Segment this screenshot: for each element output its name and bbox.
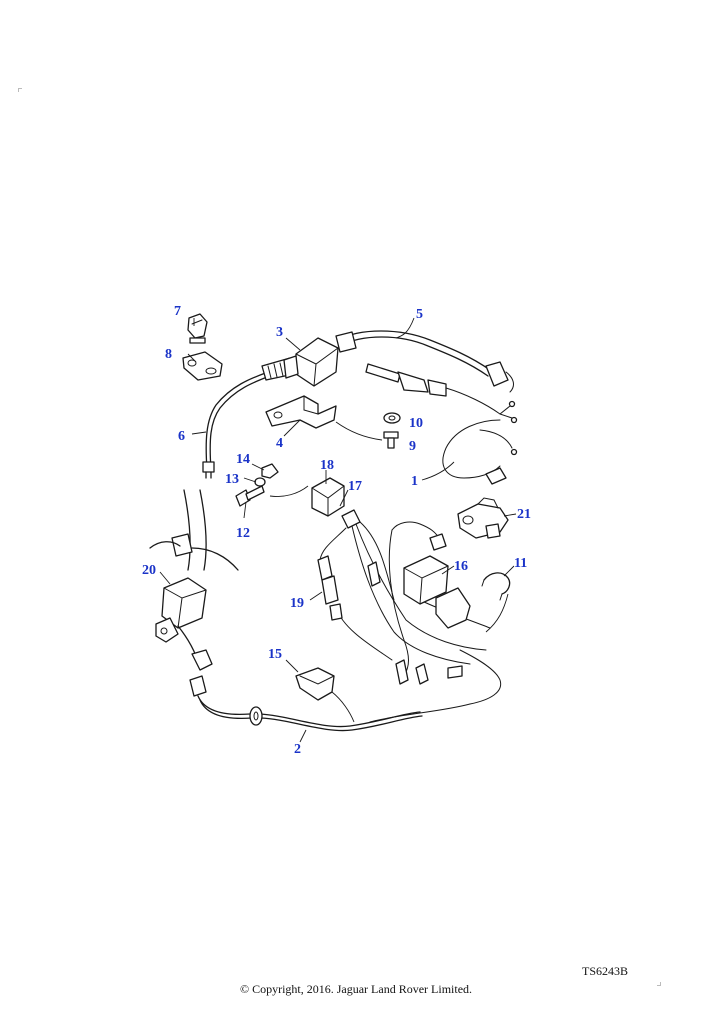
callout-4: 4 (276, 436, 283, 451)
main-harness-wires (319, 521, 502, 723)
callout-3: 3 (276, 325, 283, 340)
callout-labels: 1 2 3 4 5 6 7 8 9 10 11 12 13 14 15 16 1… (142, 304, 531, 757)
part-21-switch[interactable] (457, 497, 509, 539)
part-12-screw[interactable] (235, 485, 265, 507)
callout-10: 10 (409, 416, 423, 431)
crop-mark-top-left (18, 88, 22, 92)
callout-16: 16 (454, 559, 468, 574)
leader-clip (485, 593, 509, 633)
callout-1: 1 (411, 474, 418, 489)
part-10-washer[interactable] (383, 412, 401, 424)
callout-21: 21 (517, 507, 531, 522)
part-8-bracket[interactable] (182, 351, 223, 381)
part-13-washer[interactable] (254, 477, 266, 487)
callout-5: 5 (416, 307, 423, 322)
part-3-control-module[interactable] (283, 337, 339, 387)
part-2-cable[interactable] (189, 675, 423, 732)
callout-13: 13 (225, 472, 239, 487)
leader-screw-to-bracket (269, 485, 309, 497)
part-16-relay[interactable] (403, 555, 471, 629)
part-20-seatbelt-buckle[interactable] (149, 489, 239, 671)
part-18-sensor-bracket[interactable] (311, 477, 345, 517)
leader-bolt-to-bracket (335, 421, 383, 441)
callout-7: 7 (174, 304, 181, 319)
callout-20: 20 (142, 563, 156, 578)
callout-8: 8 (165, 347, 172, 362)
part-17-connector[interactable] (341, 509, 361, 529)
callout-6: 6 (178, 429, 185, 444)
part-14-nut[interactable] (261, 463, 279, 479)
part-19-fuse-holders[interactable] (317, 555, 463, 685)
part-7-clip[interactable] (187, 313, 208, 344)
callout-2: 2 (294, 742, 301, 757)
callout-19: 19 (290, 596, 304, 611)
part-5-harness[interactable] (335, 330, 518, 424)
illustration-reference-code: TS6243B (582, 964, 629, 978)
callout-12: 12 (236, 526, 250, 541)
part-11-clip[interactable] (481, 572, 511, 601)
part-4-mounting-bracket[interactable] (265, 395, 337, 429)
part-1-wire[interactable] (442, 419, 518, 485)
callout-leaders (159, 317, 517, 743)
part-15-clip-bracket[interactable] (295, 667, 335, 701)
callout-11: 11 (514, 556, 527, 571)
copyright-notice: © Copyright, 2016. Jaguar Land Rover Lim… (239, 982, 473, 996)
callout-17: 17 (348, 479, 362, 494)
connector-upper[interactable] (429, 533, 447, 551)
callout-18: 18 (320, 458, 334, 473)
callout-9: 9 (409, 439, 416, 454)
part-9-bolt[interactable] (383, 431, 399, 449)
callout-14: 14 (236, 452, 250, 467)
callout-15: 15 (268, 647, 282, 662)
leader-clip-bracket (331, 691, 355, 723)
